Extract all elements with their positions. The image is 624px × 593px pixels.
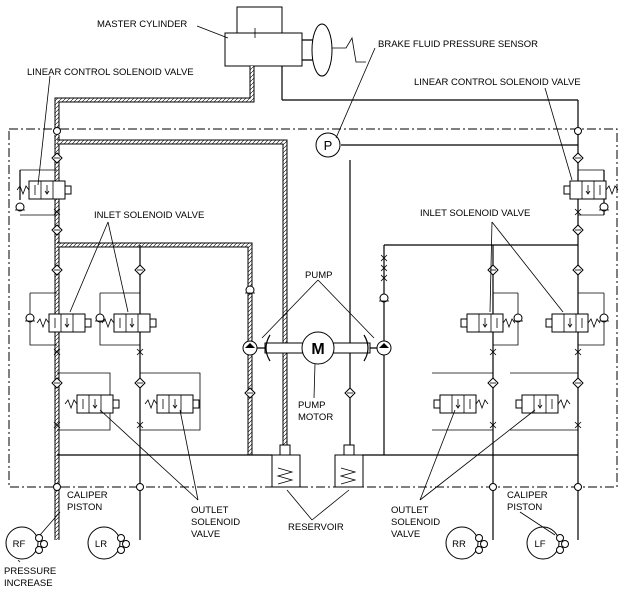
caliper-label-left-line2: PISTON (67, 502, 102, 513)
outlet-solenoid-valve-4 (515, 394, 571, 414)
outlet-label-right-line1: OUTLET (391, 505, 429, 516)
linear-control-solenoid-valve-left (16, 180, 72, 200)
pump-assembly: M (242, 331, 392, 365)
junction-nodes (53, 127, 582, 491)
inlet-solenoid-valve-lf-right-circuit (545, 313, 601, 333)
inlet-solenoid-valve-lr-circuit (101, 313, 157, 333)
wheel-rr: RR (445, 526, 488, 560)
wheel-rf-label: RF (13, 539, 26, 550)
reservoir-label: RESERVOIR (288, 522, 344, 533)
pump-motor-label-line2: MOTOR (298, 412, 333, 423)
pump-label: PUMP (305, 270, 332, 281)
wheel-lr: LR (87, 526, 130, 560)
wheel-lf-label: LF (534, 539, 545, 550)
outlet-label-left-line1: OUTLET (191, 505, 229, 516)
outlet-label-left-line3: VALVE (191, 529, 220, 540)
linear-control-valve-label-right: LINEAR CONTROL SOLENOID VALVE (414, 77, 581, 88)
hydraulic-unit-boundary (8, 128, 618, 488)
wheel-lf: LF (526, 526, 569, 560)
inlet-solenoid-valve-label-left: INLET SOLENOID VALVE (94, 210, 204, 221)
wheel-rr-label: RR (452, 539, 466, 550)
wheel-lr-label: LR (95, 539, 107, 550)
motor-symbol: M (311, 341, 324, 358)
outlet-label-left-line2: SOLENOID (191, 517, 240, 528)
caliper-label-right-line2: PISTON (507, 502, 542, 513)
master-cylinder-label: MASTER CYLINDER (97, 19, 187, 30)
linear-control-valve-label-left: LINEAR CONTROL SOLENOID VALVE (27, 67, 194, 78)
inlet-solenoid-valve-label-right: INLET SOLENOID VALVE (420, 208, 530, 219)
master-cylinder (224, 6, 578, 101)
caliper-label-left-line1: CALIPER (67, 490, 108, 501)
brake-fluid-pressure-sensor-label: BRAKE FLUID PRESSURE SENSOR (378, 39, 538, 50)
pump-motor (301, 331, 335, 365)
linear-control-solenoid-valve-right (563, 180, 619, 200)
pump-motor-label-line1: PUMP (298, 400, 325, 411)
reservoir-right (334, 444, 364, 488)
outlet-label-right-line2: SOLENOID (391, 517, 440, 528)
outlet-label-right-line3: VALVE (391, 529, 420, 540)
outlet-solenoid-valve-3 (433, 394, 489, 414)
pressure-increase-label-line1: PRESSURE (4, 566, 56, 577)
text-labels: MASTER CYLINDER BRAKE FLUID PRESSURE SEN… (4, 19, 581, 589)
pressure-sensor: P (315, 132, 341, 158)
outlet-solenoid-valve-1 (64, 394, 120, 414)
pressurized-line-left (54, 66, 288, 540)
wheel-rf: RF (5, 526, 48, 560)
reservoir-left (271, 444, 301, 488)
inlet-solenoid-valve-lf-circuit (36, 313, 92, 333)
leader-lines (17, 25, 573, 563)
outlet-solenoid-valve-2 (144, 394, 200, 414)
pressure-increase-label-line2: INCREASE (4, 578, 53, 589)
caliper-label-right-line1: CALIPER (507, 490, 548, 501)
sensor-symbol: P (324, 138, 333, 153)
inlet-solenoid-valve-rr-circuit (460, 313, 516, 333)
